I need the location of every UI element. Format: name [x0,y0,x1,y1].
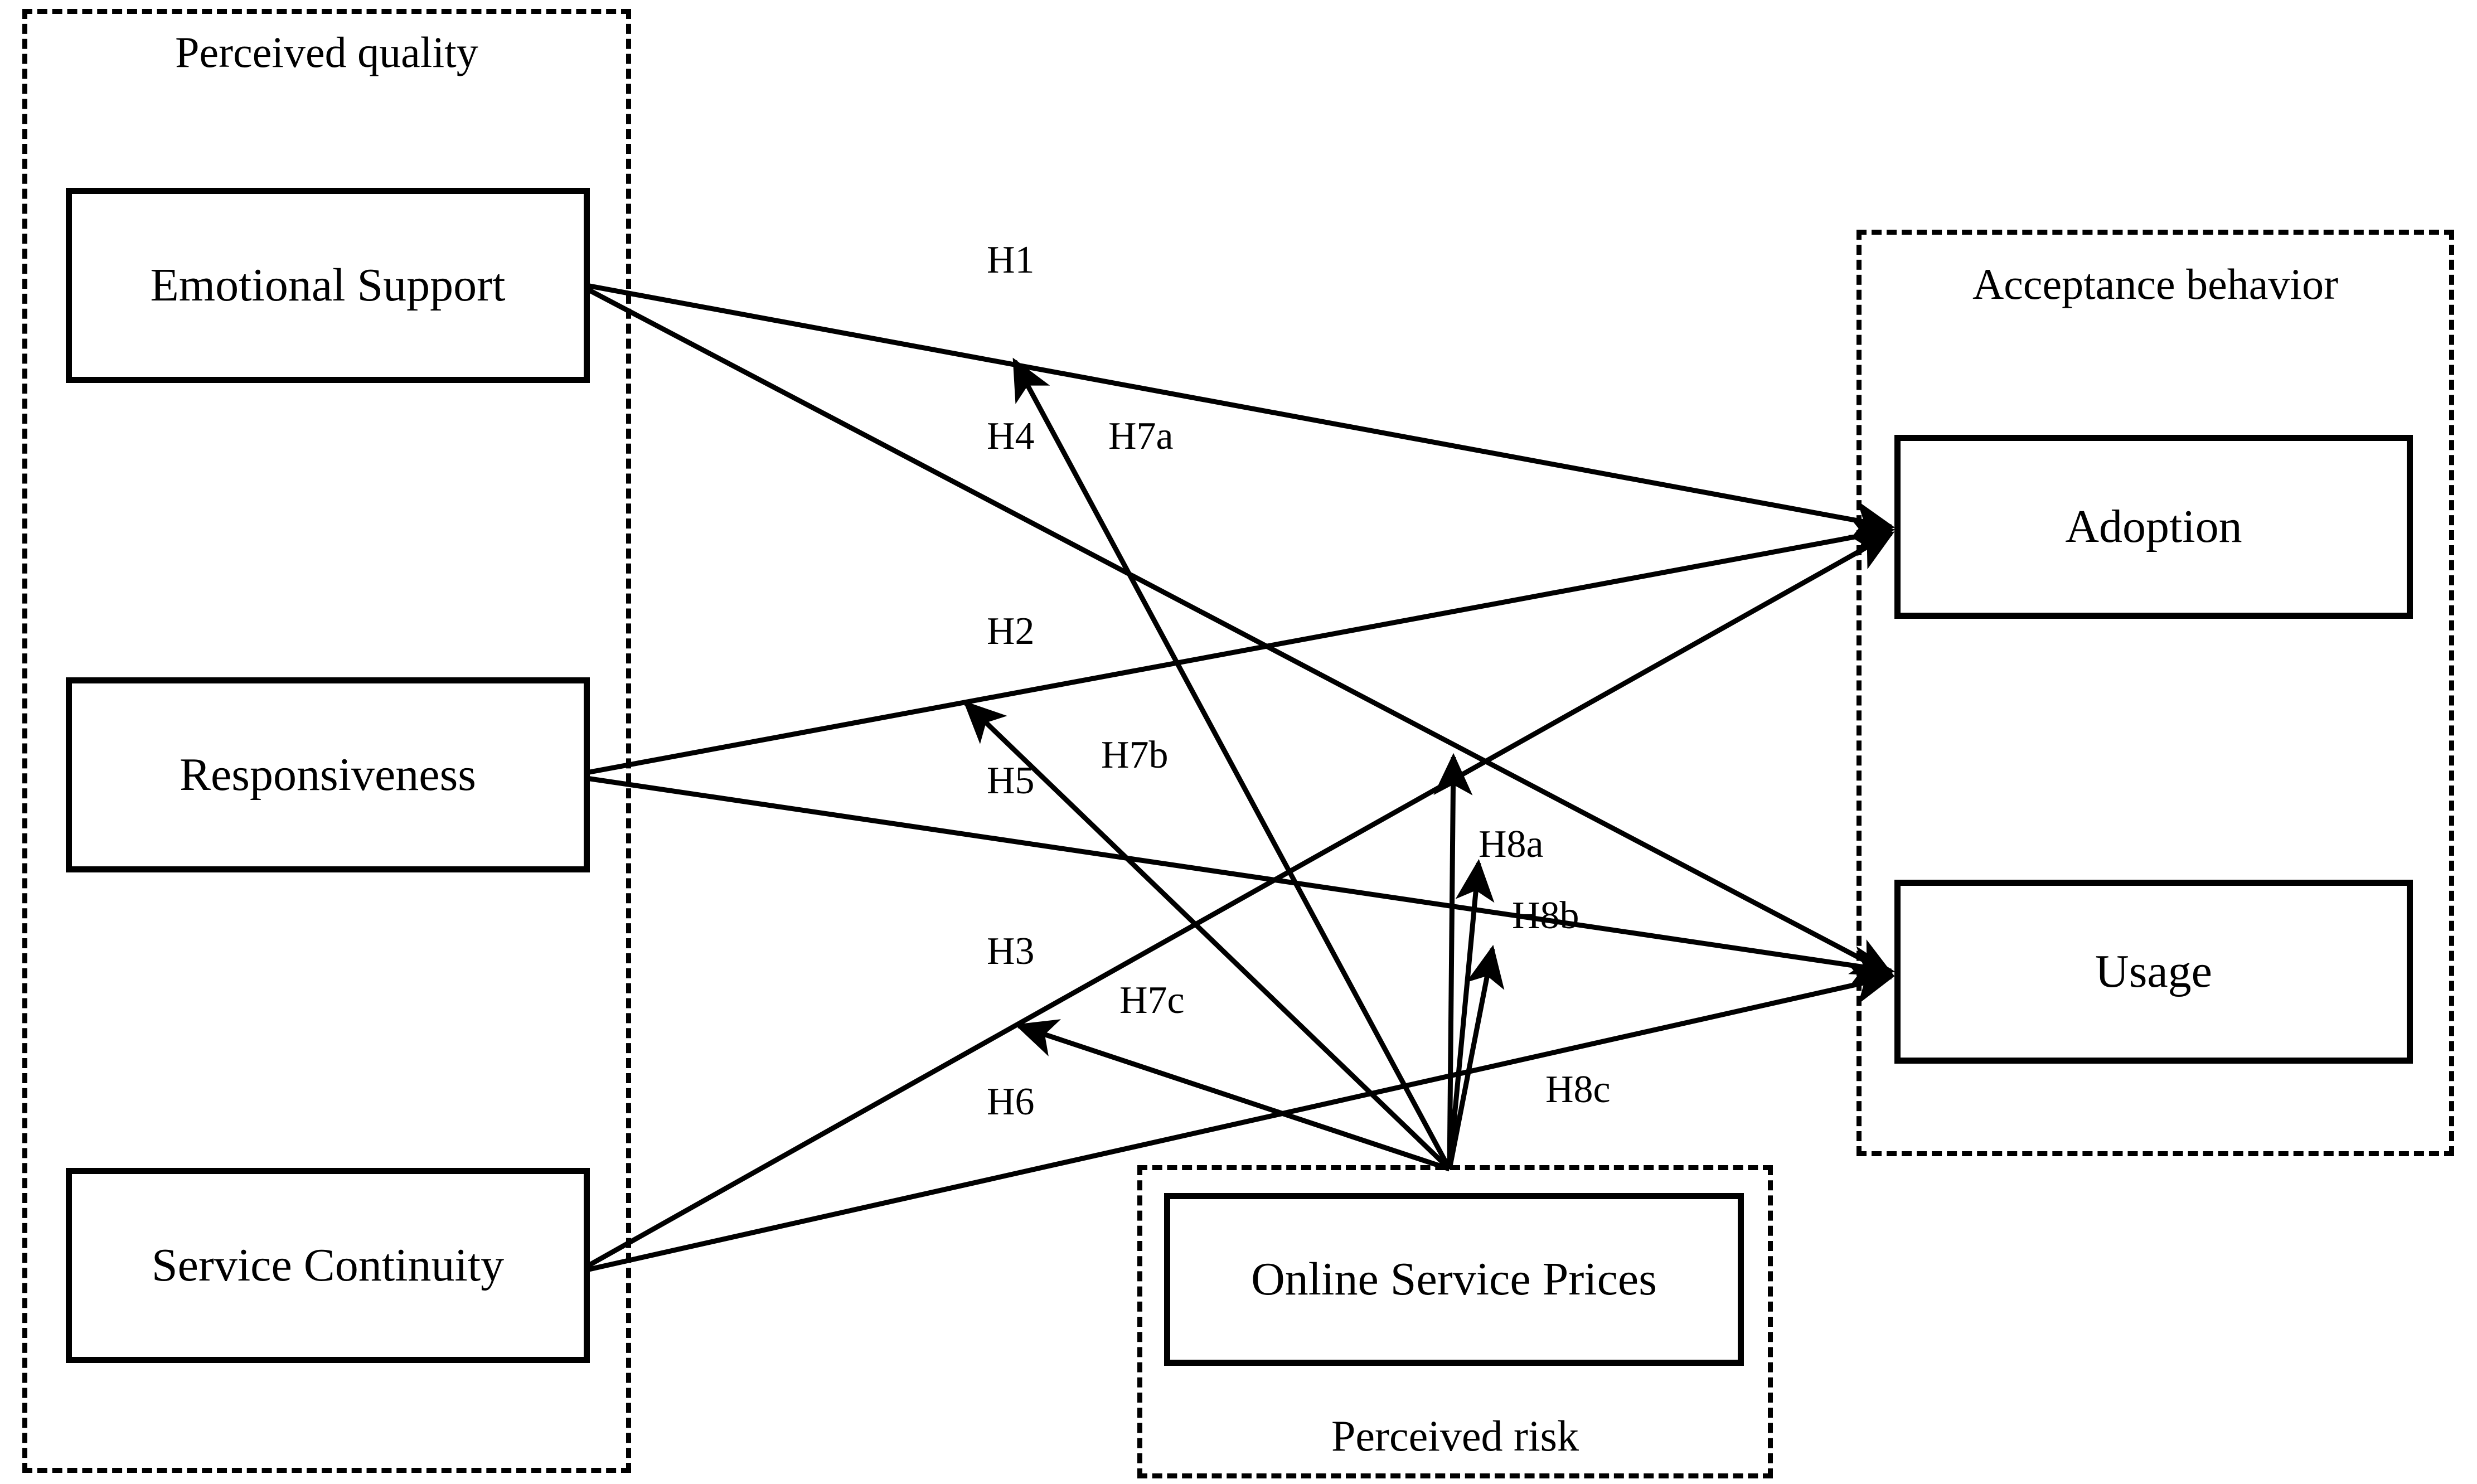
edge-label-H5: H5 [987,759,1035,802]
edge-label-H8b: H8b [1512,894,1579,937]
node-service-continuity-label: Service Continuity [151,1239,505,1291]
edge-label-H7c: H7c [1119,979,1185,1022]
node-adoption-label: Adoption [2065,500,2242,552]
edge-label-H8a: H8a [1479,823,1544,866]
node-responsiveness[interactable]: Responsiveness [66,677,590,872]
group-acceptance-behavior-title: Acceptance behavior [1972,260,2339,308]
edge-H7b [963,701,1452,1171]
edge-label-H1: H1 [987,239,1035,282]
edge-label-H6: H6 [987,1080,1035,1123]
node-online-service-prices-label: Online Service Prices [1251,1253,1657,1305]
edge-H8c [1447,944,1505,1170]
node-emotional-support[interactable]: Emotional Support [66,188,590,383]
edge-label-H7b: H7b [1101,734,1169,777]
edge-H5 [586,775,1896,985]
node-emotional-support-label: Emotional Support [150,259,506,311]
edge-H8a [1433,753,1473,1170]
node-usage-label: Usage [2095,945,2212,997]
edge-H4 [585,287,1895,977]
node-usage[interactable]: Usage [1894,880,2413,1064]
edge-H6 [586,966,1896,1273]
node-online-service-prices[interactable]: Online Service Prices [1164,1193,1744,1366]
edge-H8b [1447,859,1495,1170]
edge-label-H4: H4 [987,415,1035,458]
group-acceptance-behavior: Acceptance behavior [1856,230,2454,1156]
edge-H2 [586,517,1896,775]
edge-label-H3: H3 [987,930,1035,973]
node-responsiveness-label: Responsiveness [180,748,476,801]
edge-label-H7a: H7a [1108,415,1174,458]
group-perceived-risk-title: Perceived risk [1331,1412,1579,1461]
node-service-continuity[interactable]: Service Continuity [66,1168,590,1363]
group-perceived-risk: Perceived risk [1137,1165,1773,1478]
group-perceived-quality-title: Perceived quality [175,28,478,76]
group-perceived-quality: Perceived quality [22,9,631,1473]
edge-H7c [1015,1019,1451,1172]
node-adoption[interactable]: Adoption [1894,435,2413,619]
edge-H1 [586,283,1896,540]
edge-H3 [585,531,1895,1269]
edge-label-H8c: H8c [1545,1068,1611,1111]
edge-label-H2: H2 [987,610,1035,653]
edge-H7a [1012,357,1452,1171]
